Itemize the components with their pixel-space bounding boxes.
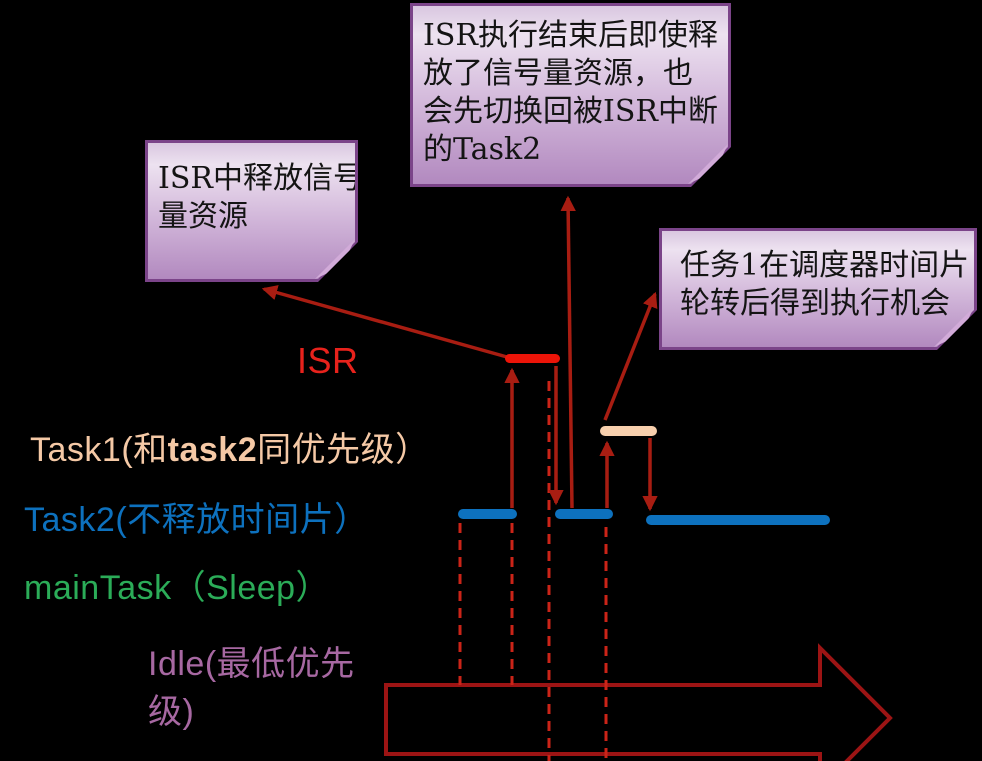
task2-execution-bar-1 <box>458 509 517 519</box>
idle-label-line1: Idle(最低优先 <box>148 645 355 683</box>
callout-top-line3: 会先切换回被ISR中断 <box>423 94 718 129</box>
callout-right-line1: 任务1在调度器时间片 <box>680 248 970 283</box>
callout-left-note: ISR中释放信号 量资源 <box>145 140 358 282</box>
callout-right-text: 任务1在调度器时间片 轮转后得到执行机会 <box>662 231 974 323</box>
task1-label-bold: task2 <box>167 431 258 469</box>
callout-left-text: ISR中释放信号 量资源 <box>148 143 355 236</box>
task2-execution-bar-2 <box>555 509 613 519</box>
task1-label-prefix: Task1(和 <box>30 431 168 469</box>
callout-top-body: ISR执行结束后即使释 放了信号量资源，也 会先切换回被ISR中断 的Task2 <box>413 6 728 184</box>
right-callout-arrow <box>603 291 658 421</box>
callout-right-note: 任务1在调度器时间片 轮转后得到执行机会 <box>659 228 977 350</box>
lane-label-task1: Task1(和task2同优先级） <box>30 422 430 471</box>
lane-label-isr: ISR <box>297 340 359 381</box>
lane-label-maintask: mainTask（Sleep） <box>24 569 331 607</box>
task2-execution-bar-3 <box>646 515 830 525</box>
lane-label-idle: Idle(最低优先 级) <box>148 640 355 736</box>
callout-top-line1: ISR执行结束后即使释 <box>423 18 718 53</box>
callout-left-line2: 量资源 <box>158 199 248 234</box>
callout-right-line2: 轮转后得到执行机会 <box>680 286 950 321</box>
isr-execution-bar <box>505 354 560 363</box>
callout-right-body: 任务1在调度器时间片 轮转后得到执行机会 <box>662 231 974 347</box>
left-callout-arrow <box>261 285 508 359</box>
top-callout-arrow <box>560 195 576 509</box>
time-axis-arrow <box>384 643 893 761</box>
callout-left-body: ISR中释放信号 量资源 <box>148 143 355 279</box>
callout-top-line2: 放了信号量资源，也 <box>423 56 693 91</box>
lane-label-task2: Task2(不释放时间片） <box>24 501 369 539</box>
task1-execution-bar <box>600 426 657 436</box>
idle-label-line2: 级) <box>148 693 195 731</box>
callout-left-line1: ISR中释放信号 <box>158 161 363 196</box>
callout-top-text: ISR执行结束后即使释 放了信号量资源，也 会先切换回被ISR中断 的Task2 <box>413 6 728 169</box>
task1-label-suffix: 同优先级） <box>257 431 430 469</box>
callout-top-note: ISR执行结束后即使释 放了信号量资源，也 会先切换回被ISR中断 的Task2 <box>410 3 731 187</box>
callout-top-line4: 的Task2 <box>423 132 542 167</box>
